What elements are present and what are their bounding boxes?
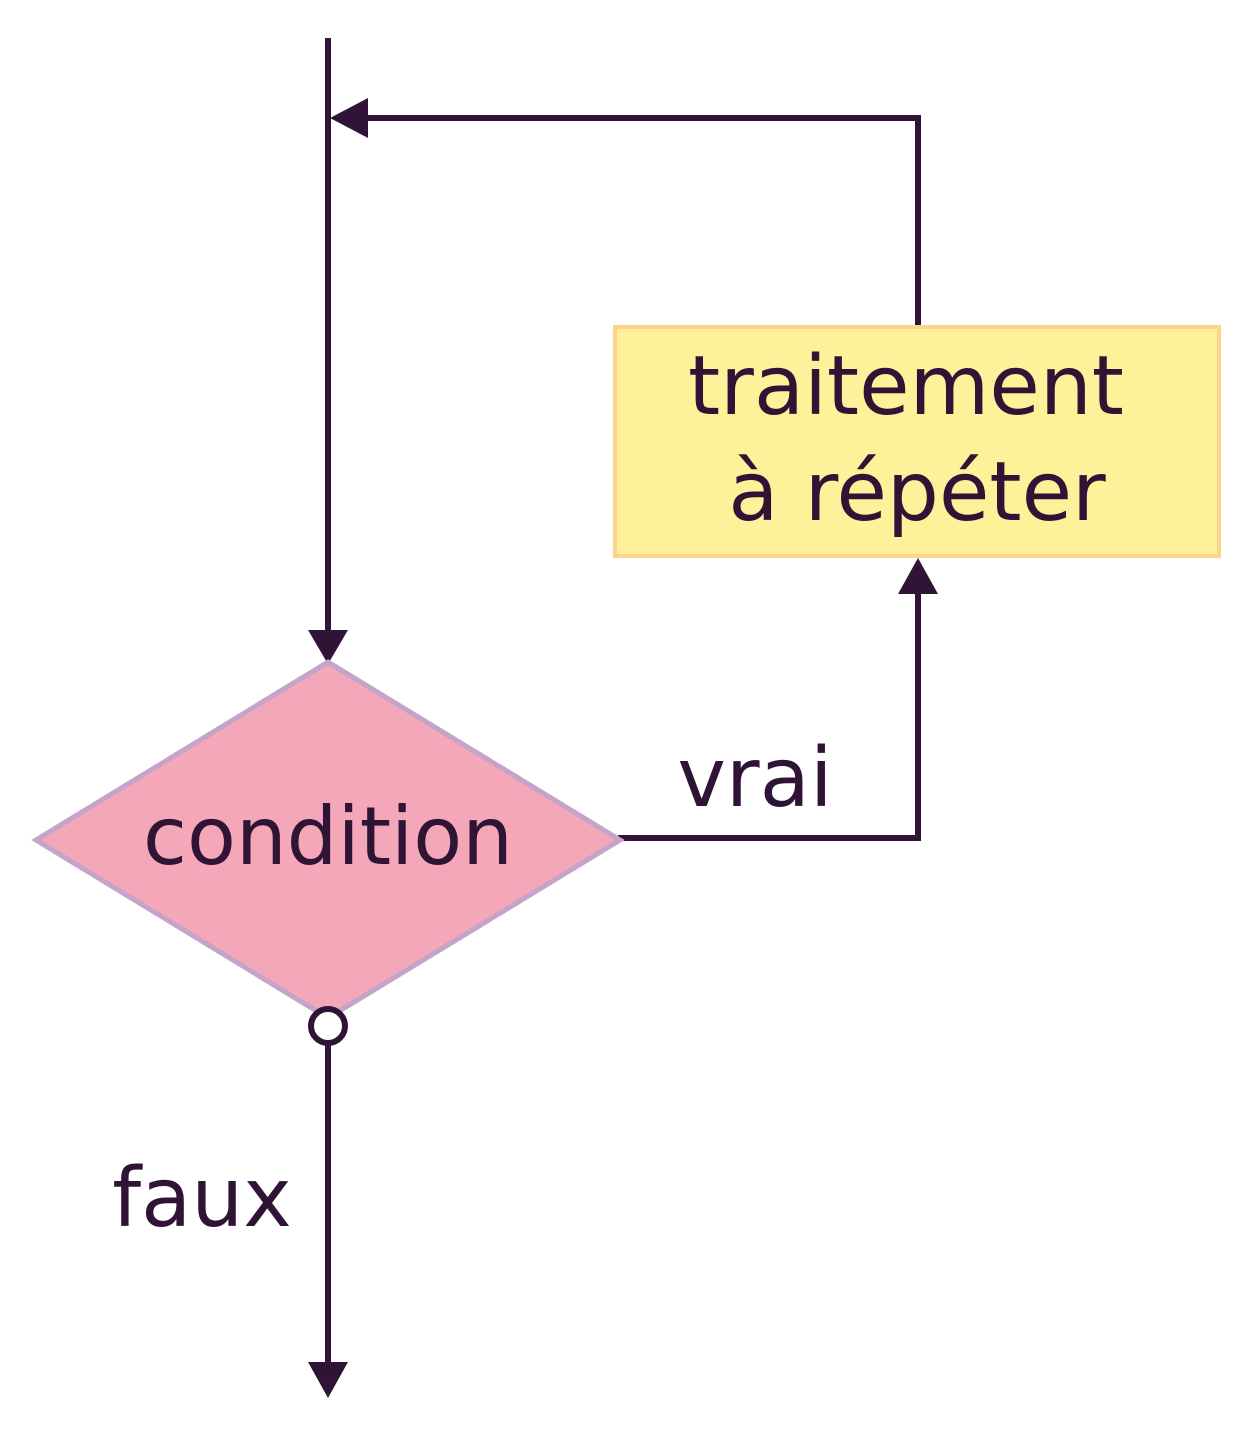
arrowhead-into-process	[898, 558, 938, 594]
false-branch-circle-marker	[308, 1006, 348, 1046]
arrowhead-exit	[308, 1362, 348, 1398]
true-branch-label: vrai	[677, 731, 832, 826]
process-label-line1: traitement	[688, 339, 1124, 434]
decision-label: condition	[143, 790, 513, 883]
loop-back-line	[364, 115, 921, 326]
true-branch-line	[618, 592, 921, 841]
arrowhead-into-decision	[308, 630, 348, 664]
false-branch-label: faux	[112, 1151, 292, 1246]
process-box	[613, 325, 1221, 558]
process-label-line2: à répéter	[728, 445, 1106, 540]
arrowhead-loop-back	[330, 98, 368, 138]
